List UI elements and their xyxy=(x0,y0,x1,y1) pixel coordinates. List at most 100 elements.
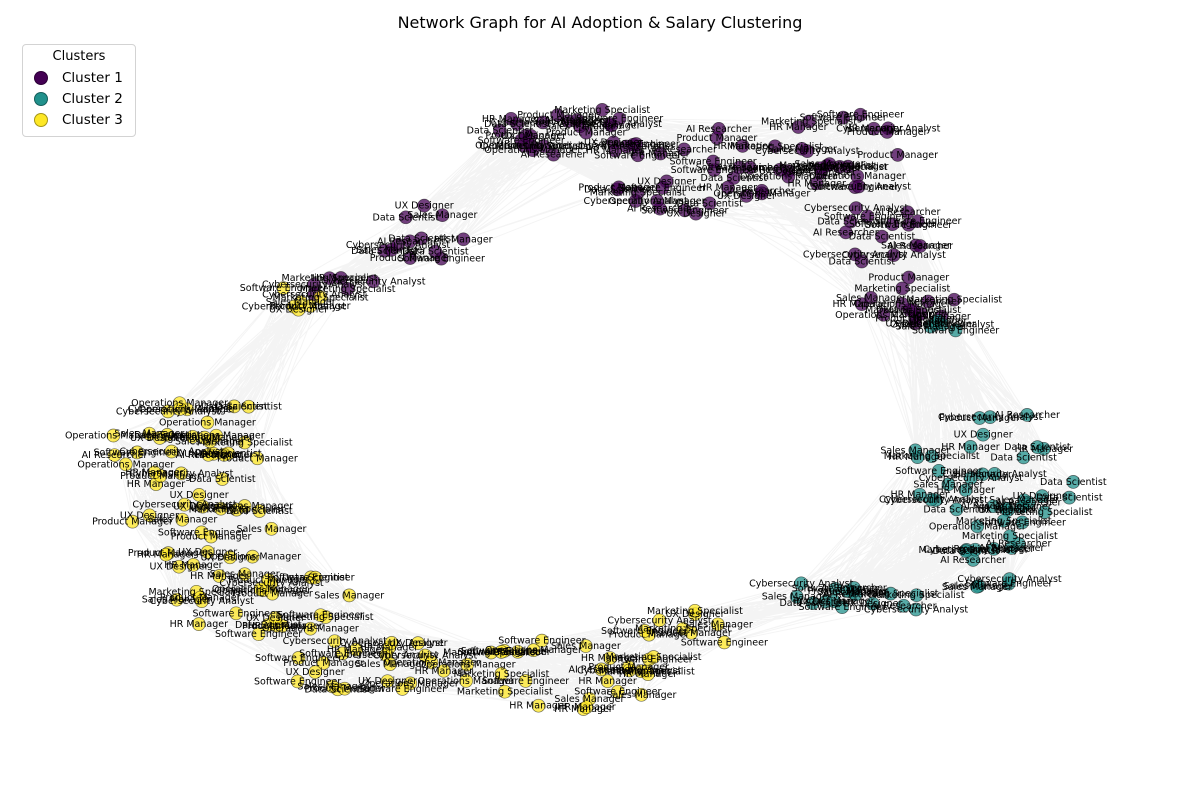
node-cluster-1[interactable] xyxy=(876,307,891,322)
node-cluster-1[interactable] xyxy=(875,229,889,244)
node-cluster-2[interactable] xyxy=(896,598,911,613)
node-cluster-3[interactable] xyxy=(191,617,206,631)
node-cluster-3[interactable] xyxy=(717,635,732,650)
node-cluster-3[interactable] xyxy=(600,674,615,689)
node-cluster-1[interactable] xyxy=(612,111,627,126)
node-cluster-3[interactable] xyxy=(303,621,318,636)
node-cluster-2[interactable] xyxy=(883,586,898,601)
node-cluster-2[interactable] xyxy=(935,317,949,332)
node-cluster-1[interactable] xyxy=(913,239,928,253)
node-cluster-3[interactable] xyxy=(460,657,474,672)
node-cluster-3[interactable] xyxy=(641,667,655,681)
node-cluster-2[interactable] xyxy=(976,427,990,442)
node-cluster-3[interactable] xyxy=(535,633,549,648)
node-cluster-3[interactable] xyxy=(349,642,363,657)
node-cluster-2[interactable] xyxy=(958,483,973,497)
node-cluster-1[interactable] xyxy=(414,231,429,246)
node-cluster-1[interactable] xyxy=(504,111,518,126)
node-cluster-1[interactable] xyxy=(832,160,847,174)
node-cluster-3[interactable] xyxy=(177,497,192,512)
node-cluster-2[interactable] xyxy=(1015,515,1030,530)
node-cluster-2[interactable] xyxy=(841,584,855,598)
node-cluster-3[interactable] xyxy=(227,399,242,414)
node-cluster-3[interactable] xyxy=(342,588,357,603)
node-cluster-3[interactable] xyxy=(186,558,201,572)
node-cluster-2[interactable] xyxy=(924,449,939,464)
node-cluster-3[interactable] xyxy=(424,655,439,670)
node-cluster-3[interactable] xyxy=(684,625,699,640)
node-cluster-3[interactable] xyxy=(531,698,546,713)
node-cluster-3[interactable] xyxy=(214,501,228,516)
node-cluster-3[interactable] xyxy=(637,624,652,638)
node-cluster-2[interactable] xyxy=(1037,505,1052,519)
node-cluster-3[interactable] xyxy=(293,295,308,309)
node-cluster-1[interactable] xyxy=(739,189,754,203)
node-cluster-3[interactable] xyxy=(175,512,190,527)
node-cluster-2[interactable] xyxy=(909,602,923,617)
node-cluster-1[interactable] xyxy=(895,296,910,311)
node-cluster-1[interactable] xyxy=(677,142,691,157)
node-cluster-1[interactable] xyxy=(864,290,878,305)
node-cluster-1[interactable] xyxy=(813,161,828,176)
node-cluster-3[interactable] xyxy=(250,451,265,466)
node-cluster-3[interactable] xyxy=(223,550,237,565)
node-cluster-2[interactable] xyxy=(970,519,985,534)
node-cluster-1[interactable] xyxy=(493,123,507,138)
node-cluster-1[interactable] xyxy=(340,282,355,296)
node-cluster-1[interactable] xyxy=(772,162,787,177)
node-cluster-2[interactable] xyxy=(794,576,809,591)
node-cluster-2[interactable] xyxy=(975,467,990,482)
node-cluster-1[interactable] xyxy=(628,194,643,208)
node-cluster-1[interactable] xyxy=(655,180,670,195)
node-cluster-3[interactable] xyxy=(268,611,283,625)
node-cluster-1[interactable] xyxy=(702,196,717,211)
node-cluster-3[interactable] xyxy=(106,428,121,443)
node-cluster-2[interactable] xyxy=(866,596,880,611)
node-cluster-1[interactable] xyxy=(885,217,900,232)
node-cluster-3[interactable] xyxy=(411,636,425,650)
node-cluster-1[interactable] xyxy=(860,209,875,224)
node-cluster-3[interactable] xyxy=(204,529,218,544)
node-cluster-1[interactable] xyxy=(768,139,782,154)
node-cluster-3[interactable] xyxy=(241,399,256,414)
node-cluster-1[interactable] xyxy=(721,180,735,195)
node-cluster-1[interactable] xyxy=(630,148,645,163)
node-cluster-1[interactable] xyxy=(921,294,935,309)
node-cluster-1[interactable] xyxy=(435,208,450,223)
node-cluster-3[interactable] xyxy=(107,448,122,463)
node-cluster-2[interactable] xyxy=(835,600,849,614)
node-cluster-1[interactable] xyxy=(795,141,809,156)
node-cluster-1[interactable] xyxy=(608,143,622,158)
node-cluster-2[interactable] xyxy=(948,323,963,338)
node-cluster-2[interactable] xyxy=(949,502,964,517)
node-cluster-3[interactable] xyxy=(217,447,231,462)
node-cluster-3[interactable] xyxy=(327,634,342,649)
node-cluster-2[interactable] xyxy=(912,487,927,502)
node-cluster-3[interactable] xyxy=(603,651,617,665)
node-cluster-1[interactable] xyxy=(535,115,550,130)
node-cluster-3[interactable] xyxy=(313,290,328,305)
node-cluster-3[interactable] xyxy=(200,415,215,430)
node-cluster-3[interactable] xyxy=(229,606,243,621)
node-cluster-1[interactable] xyxy=(322,271,337,286)
node-cluster-3[interactable] xyxy=(526,643,541,657)
node-cluster-3[interactable] xyxy=(169,592,184,607)
node-cluster-1[interactable] xyxy=(391,238,405,252)
node-cluster-2[interactable] xyxy=(818,594,833,609)
node-cluster-3[interactable] xyxy=(201,447,216,462)
node-cluster-2[interactable] xyxy=(958,544,973,558)
node-cluster-1[interactable] xyxy=(791,120,806,134)
node-cluster-1[interactable] xyxy=(908,316,922,331)
node-cluster-1[interactable] xyxy=(572,119,587,134)
node-cluster-3[interactable] xyxy=(245,549,260,564)
node-cluster-2[interactable] xyxy=(1020,408,1034,422)
node-cluster-3[interactable] xyxy=(159,547,173,562)
node-cluster-1[interactable] xyxy=(650,193,664,208)
node-cluster-1[interactable] xyxy=(711,121,726,136)
node-cluster-1[interactable] xyxy=(550,108,565,122)
node-cluster-2[interactable] xyxy=(1002,572,1017,586)
node-cluster-3[interactable] xyxy=(316,656,331,670)
node-cluster-2[interactable] xyxy=(1062,490,1077,505)
node-cluster-3[interactable] xyxy=(125,514,140,529)
node-cluster-1[interactable] xyxy=(706,154,720,169)
